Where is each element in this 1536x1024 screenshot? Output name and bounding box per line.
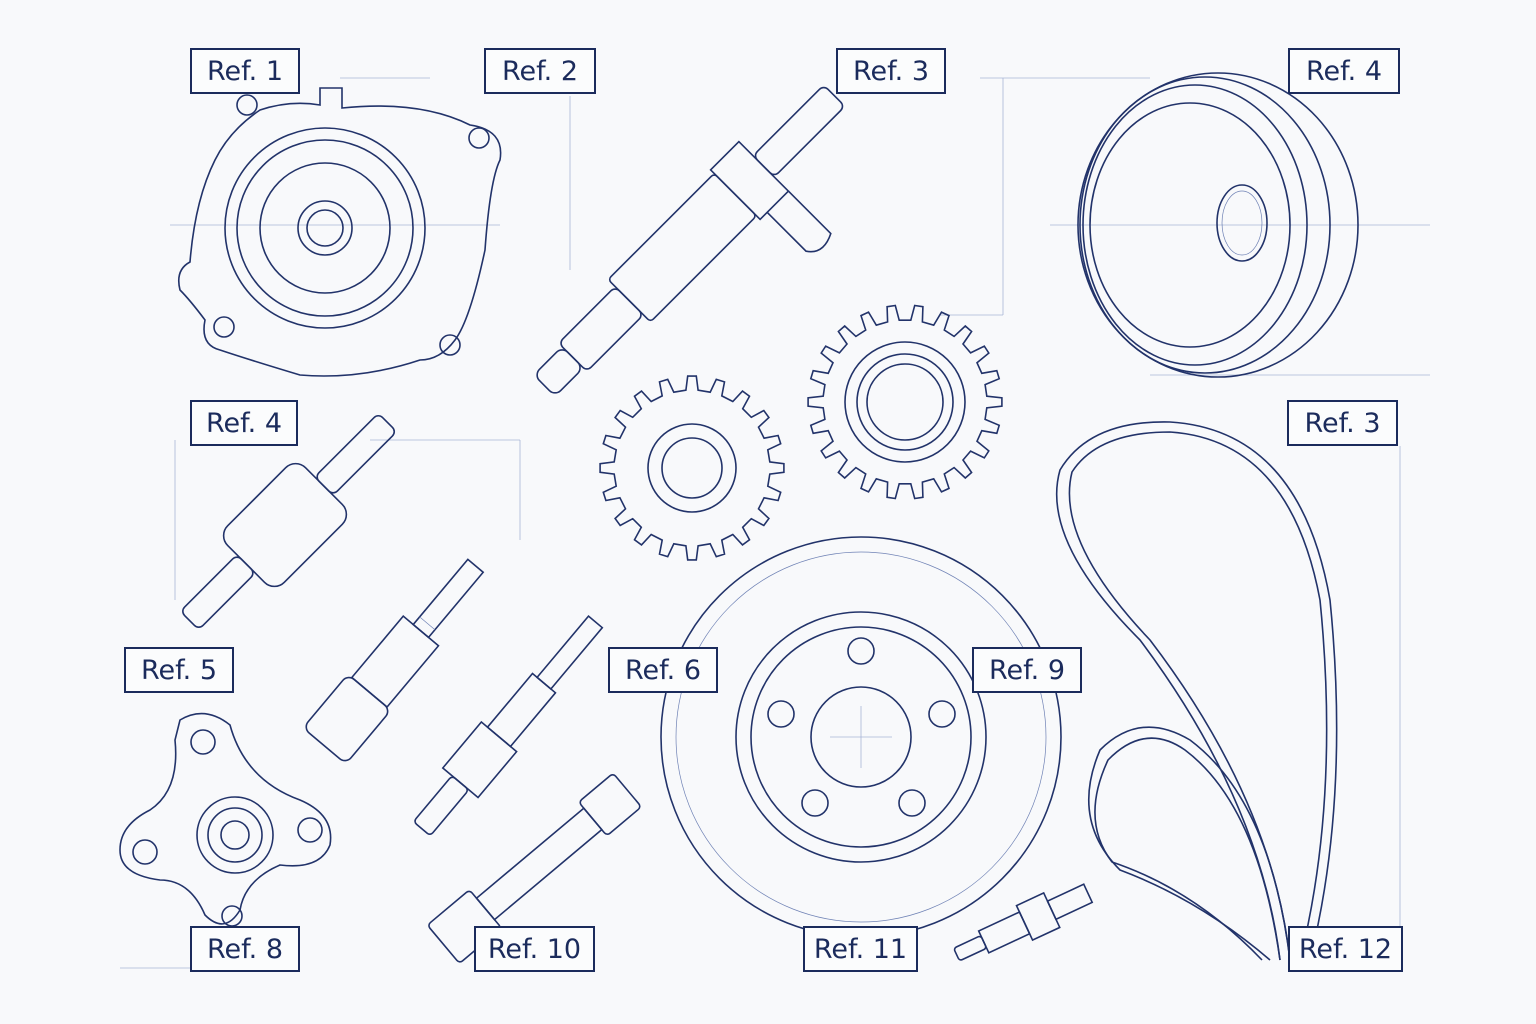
- ref-label: Ref. 5: [124, 647, 234, 693]
- bolt: [428, 773, 641, 963]
- gear-small-ring: [647, 423, 737, 513]
- gears: [599, 304, 1003, 561]
- ref-label: Ref. 1: [190, 48, 300, 94]
- ref-label: Ref. 8: [190, 926, 300, 972]
- mount-plate: [119, 712, 332, 927]
- gear-large: [807, 304, 1003, 500]
- pulley: [1077, 72, 1359, 378]
- plug-2: [414, 614, 604, 835]
- ref-label: Ref. 12: [1288, 926, 1403, 972]
- gear-large-ring: [844, 341, 966, 463]
- ref-label: Ref. 10: [474, 926, 595, 972]
- gear-small: [599, 375, 785, 561]
- fuel-filter: [182, 414, 396, 628]
- ref-label: Ref. 4: [1288, 48, 1400, 94]
- brake-disc: [660, 536, 1062, 938]
- ref-label: Ref. 9: [972, 647, 1082, 693]
- plug-1: [305, 558, 485, 762]
- ref-label: Ref. 6: [608, 647, 718, 693]
- gear-large-ring: [856, 353, 954, 451]
- sensor-shaft: [536, 86, 844, 394]
- ref-label: Ref. 2: [484, 48, 596, 94]
- gear-large-ring: [866, 363, 944, 441]
- small-sensor: [953, 883, 1094, 961]
- ref-label: Ref. 3: [1287, 400, 1398, 446]
- ref-label: Ref. 3: [836, 48, 946, 94]
- water-pump: [177, 87, 502, 377]
- drive-belt: [1056, 421, 1338, 961]
- ref-label: Ref. 4: [190, 400, 298, 446]
- gear-small-ring: [661, 437, 723, 499]
- ref-label: Ref. 11: [803, 926, 918, 972]
